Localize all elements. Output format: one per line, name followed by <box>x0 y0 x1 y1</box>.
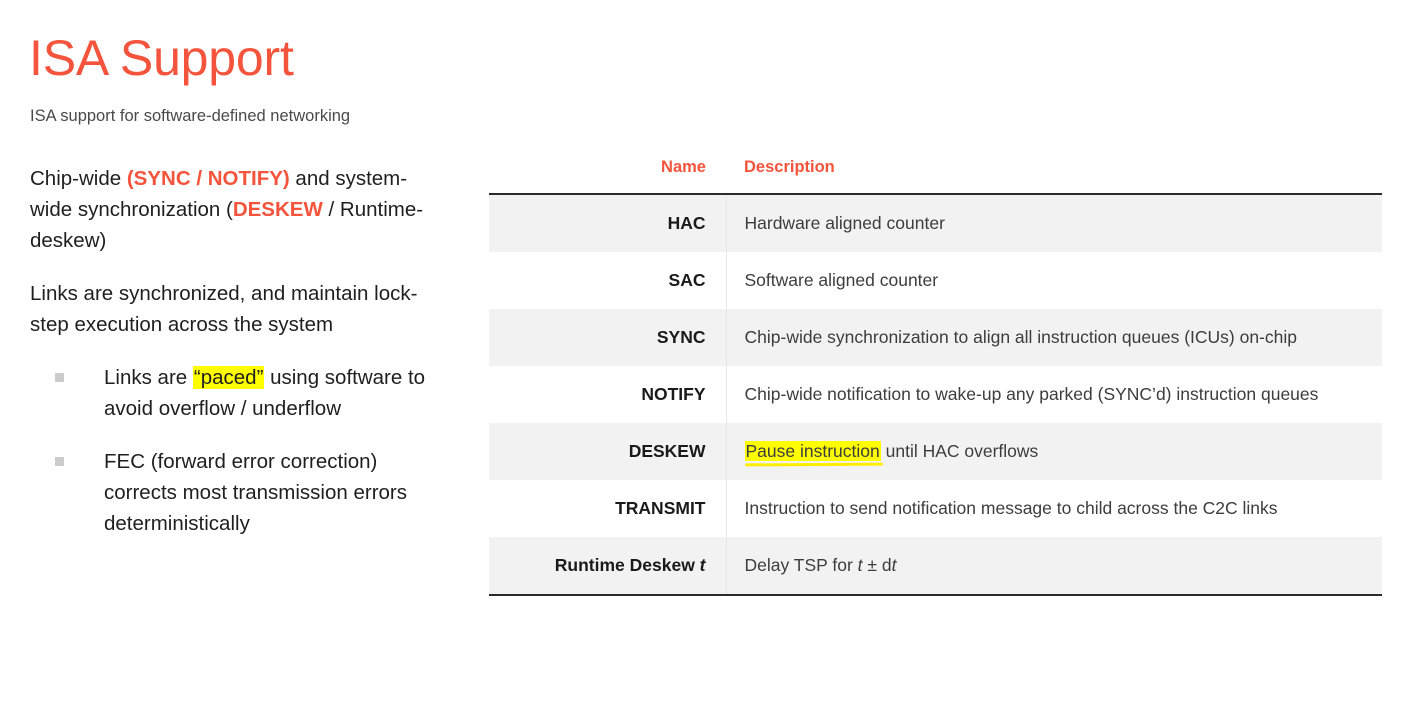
page-subtitle: ISA support for software-defined network… <box>30 107 351 125</box>
cell-description: Hardware aligned counter <box>726 193 1382 252</box>
paragraph-1-part-2: and system-wide synchronization ( <box>30 167 408 221</box>
cell-name: NOTIFY <box>489 366 727 423</box>
table-head: Name Description <box>489 158 1382 194</box>
paragraph-1-part-3: / Runtime-deskew) <box>30 198 424 252</box>
column-header-name: Name <box>661 158 706 176</box>
cell-description: Chip-wide synchronization to align all i… <box>744 327 1298 347</box>
column-header-description: Description <box>744 158 835 176</box>
cell-desc-italic-1: t <box>857 555 863 575</box>
cell-name: HAC <box>489 193 727 252</box>
table-header-row: Name Description <box>489 158 1382 194</box>
isa-instruction-table-wrapper: Name Description HAC Hardware aligned co… <box>489 158 1382 596</box>
table-row: NOTIFY Chip-wide notification to wake-up… <box>489 366 1382 423</box>
cell-name: SYNC <box>489 309 727 366</box>
table-row: Runtime Deskew t Delay TSP for t ± dt <box>489 537 1382 596</box>
list-item: Links are “paced” using software to avoi… <box>30 362 440 424</box>
isa-instruction-table: Name Description HAC Hardware aligned co… <box>489 158 1382 596</box>
accent-deskew: DESKEW <box>232 198 323 221</box>
cell-name-text: Runtime Deskew <box>554 555 700 575</box>
cell-name: SAC <box>489 252 727 309</box>
bullet-list: Links are “paced” using software to avoi… <box>30 362 440 539</box>
cell-description: Instruction to send notification message… <box>744 498 1278 518</box>
cell-desc-pre: Delay TSP for <box>744 555 858 575</box>
bullet-1-highlight: “paced” <box>192 366 265 389</box>
left-content-column: Chip-wide (SYNC / NOTIFY) and system-wid… <box>30 163 440 561</box>
table-row: DESKEW Pause instruction until HAC overf… <box>489 423 1382 480</box>
bullet-2-pre: FEC (forward error correction) corrects … <box>104 450 408 535</box>
square-bullet-icon <box>55 373 64 382</box>
paragraph-lockstep: Links are synchronized, and maintain loc… <box>30 282 418 336</box>
table-row: SAC Software aligned counter <box>489 252 1382 309</box>
list-item: FEC (forward error correction) corrects … <box>30 446 440 539</box>
cell-description-rest: until HAC overflows <box>880 441 1039 461</box>
cell-description: Software aligned counter <box>744 270 939 290</box>
cell-name: DESKEW <box>489 423 727 480</box>
table-body: HAC Hardware aligned counter SAC Softwar… <box>489 193 1382 596</box>
cell-description-highlight: Pause instruction <box>744 441 881 461</box>
page-title: ISA Support <box>29 30 294 86</box>
cell-desc-italic-2: t <box>891 555 897 575</box>
table-row: HAC Hardware aligned counter <box>489 193 1382 252</box>
square-bullet-icon <box>55 457 64 466</box>
table-row: TRANSMIT Instruction to send notificatio… <box>489 480 1382 537</box>
cell-desc-mid: ± d <box>862 555 892 575</box>
paragraph-synchronization: Chip-wide (SYNC / NOTIFY) and system-wid… <box>30 163 440 256</box>
cell-description: Chip-wide notification to wake-up any pa… <box>744 384 1319 404</box>
accent-sync-notify: (SYNC / NOTIFY) <box>126 167 290 190</box>
table-row: SYNC Chip-wide synchronization to align … <box>489 309 1382 366</box>
paragraph-1-part-1: Chip-wide <box>30 167 127 190</box>
cell-name: Runtime Deskew t <box>489 537 727 596</box>
cell-description: Pause instruction until HAC overflows <box>726 423 1382 480</box>
cell-name-italic: t <box>699 555 706 575</box>
bullet-1-pre: Links are <box>104 366 193 389</box>
bullet-1-post: using software to avoid overflow / under… <box>104 366 426 420</box>
cell-name: TRANSMIT <box>489 480 727 537</box>
cell-description: Delay TSP for t ± dt <box>726 537 1382 596</box>
